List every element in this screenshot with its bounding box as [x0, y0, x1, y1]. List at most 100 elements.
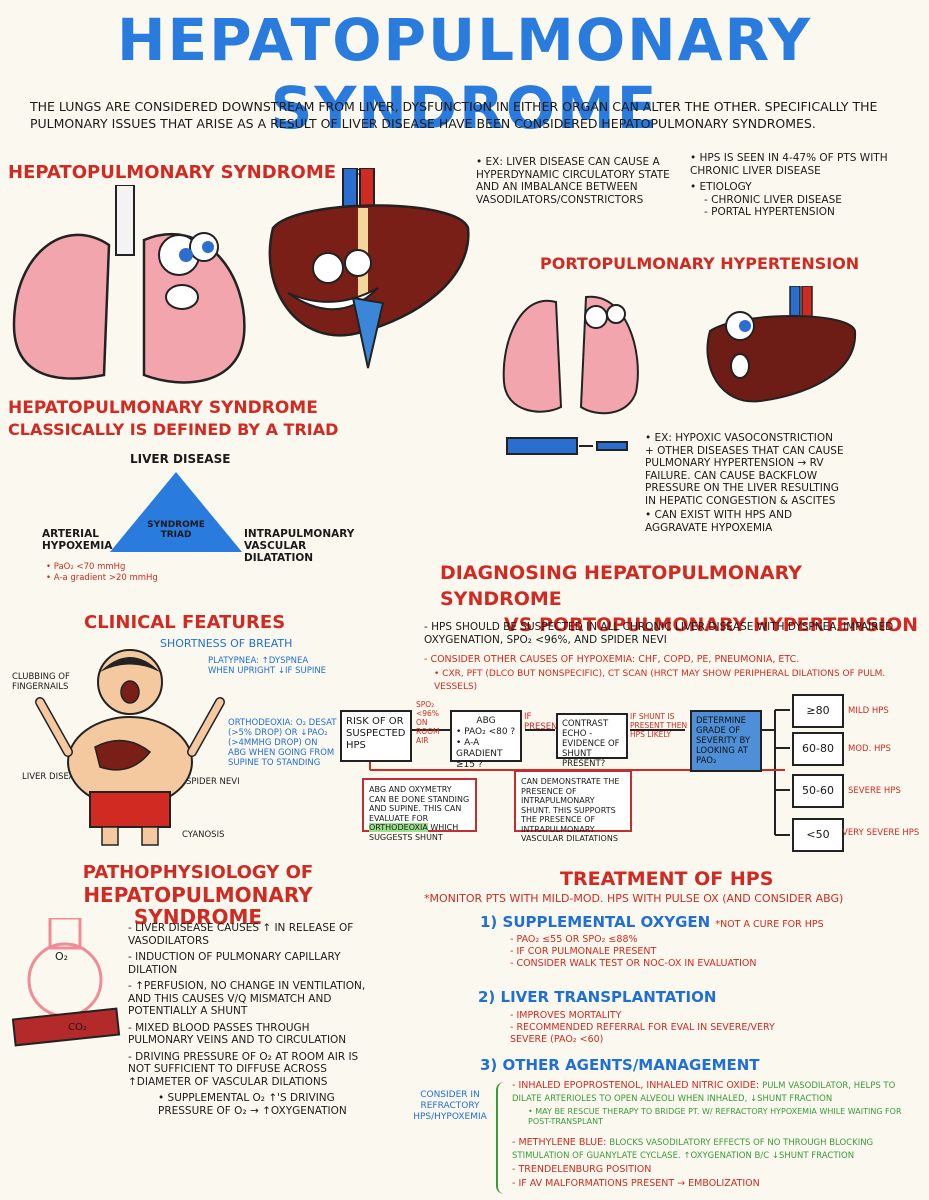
triad-heading: Hepatopulmonary Syndrome Classically is …	[8, 398, 338, 440]
treatment-2-items: - Improves mortality - Recommended refer…	[510, 1010, 810, 1046]
abg-note-text: ABG and oxymetry can be done standing an…	[369, 785, 470, 823]
intro-text: The lungs are considered downstream from…	[30, 99, 878, 131]
left-lung	[12, 233, 111, 380]
patient-shorts	[89, 791, 171, 828]
severity-label-severe: Severe HPS	[848, 786, 901, 796]
flow-echo-box: Contrast Echo - Evidence of shunt presen…	[556, 713, 628, 769]
hps-prevalence: • HPS is seen in 4-47% of pts with chron…	[690, 152, 888, 177]
sob-label: Shortness of Breath	[160, 637, 293, 650]
ppht-lung-eye	[606, 304, 626, 324]
treatment-3-item-d: - If AV malformations present → Emboliza…	[512, 1177, 760, 1189]
patho-sub-bullet: • Supplemental O₂ ↑'s driving pressure o…	[158, 1092, 347, 1117]
treatment-bracket	[496, 1082, 508, 1194]
abg-title: ABG	[476, 716, 496, 726]
cyanosis-label: Cyanosis	[182, 830, 225, 840]
etiology-label: • Etiology	[690, 181, 752, 193]
treatment-1-item: - PaO₂ ≤55 or SpO₂ ≤88%	[510, 934, 638, 945]
liver-illustration	[268, 168, 470, 369]
vasoconstriction-icon	[506, 437, 628, 455]
t3b-label: - Methylene Blue:	[512, 1137, 607, 1148]
patho-bullet: - ↑Perfusion, no change in ventilation, …	[128, 980, 366, 1017]
treatment-1-items: - PaO₂ ≤55 or SpO₂ ≤88% - If cor pulmona…	[510, 934, 890, 970]
severity-label-mild: Mild HPS	[848, 706, 889, 716]
abg-note-text-end: which suggests shunt	[369, 823, 459, 842]
treatment-2-item: - Improves mortality	[510, 1010, 622, 1021]
page-title: Hepatopulmonary Syndrome	[116, 6, 813, 142]
treatment-heading: Treatment of HPS	[560, 868, 774, 890]
liver-eye-left	[312, 252, 344, 284]
severity-box-moderate: 60-80	[792, 732, 844, 766]
ppht-liver-illustration	[706, 286, 857, 403]
platypnea-label: Platypnea: ↑Dyspnea when upright ↓if sup…	[208, 656, 327, 676]
clubbing-label: Clubbing of Fingernails	[12, 672, 70, 692]
clinical-heading: Clinical Features	[84, 612, 286, 633]
patho-bullets: - Liver disease causes ↑ in release of v…	[128, 922, 368, 1117]
flow-shunt-note: If shunt is present then HPS likely	[630, 712, 688, 739]
patient-illustration	[35, 649, 225, 846]
severity-box-severe: 50-60	[792, 774, 844, 808]
ppht-liver-pupil	[739, 320, 751, 332]
flow-if-present: If present	[524, 712, 563, 732]
diagnosing-b1: - HPS should be suspected in all chronic…	[424, 621, 894, 646]
trachea	[115, 185, 135, 256]
patient-hair	[100, 657, 160, 672]
treatment-1-item: - If cor pulmonale present	[510, 946, 657, 957]
ppht-left-lung	[502, 299, 563, 413]
flow-abg-box: ABG • PaO₂ <80 ? • A-a gradient ≥15 ?	[450, 710, 522, 770]
treatment-1: 1) Supplemental Oxygen *Not a cure for H…	[480, 912, 920, 931]
ppht-liver-mouth	[730, 353, 750, 379]
treatment-2-title: 2) Liver Transplantation	[478, 988, 717, 1006]
t3a-sub: • May be rescue therapy to bridge pt. w/…	[528, 1107, 902, 1126]
lungs-illustration	[12, 185, 246, 384]
triad-right-label: Intrapulmonary Vascular Dilatation	[244, 528, 355, 564]
airway	[48, 918, 82, 950]
diagnosing-heading-line: vs Portopulmonary Hypertension	[504, 614, 919, 636]
spider-nevi-label: Spider Nevi	[186, 777, 240, 787]
patho-heading-line: Hepatopulmonary Syndrome	[83, 883, 313, 929]
triad-left-sub: • PaO₂ <70 mmHg • A-a gradient >20 mmHg	[46, 562, 158, 584]
patho-heading: Pathophysiology of Hepatopulmonary Syndr…	[18, 862, 378, 928]
aa-gradient-criterion: • A-a gradient >20 mmHg	[46, 573, 158, 583]
patient-liver	[94, 739, 152, 771]
treatment-monitor: *Monitor pts with mild-mod. HPS with pul…	[424, 892, 844, 905]
hps-heading-text: Hepatopulmonary Syndrome	[8, 162, 337, 183]
ppht-bullet: • Ex: Hypoxic vasoconstriction + other d…	[645, 432, 844, 507]
patho-bullet: - Driving pressure of O₂ at room air is …	[128, 1050, 359, 1088]
lung-pupil-right	[202, 241, 214, 253]
hps-example: • Ex: Liver disease can cause a hyperdyn…	[476, 156, 670, 206]
patho-bullet: - Mixed blood passes through pulmonary v…	[128, 1021, 347, 1047]
patient-leg	[101, 826, 119, 846]
treatment-1-title: 1) Supplemental Oxygen	[480, 913, 711, 931]
etiology-item: - Portal hypertension	[704, 206, 835, 218]
patient-mouth	[120, 680, 140, 704]
treatment-2-item: - Recommended referral for eval in sever…	[510, 1022, 775, 1045]
patient-arm-skin	[188, 698, 224, 756]
severity-box-very-severe: <50	[792, 818, 844, 852]
triad-left-label: Arterial Hypoxemia	[42, 528, 113, 552]
paO2-criterion: • PaO₂ <70 mmHg	[46, 562, 126, 572]
lung-pupil-left	[179, 248, 193, 262]
liver-eye-right	[344, 249, 372, 277]
orthodeoxia-label: Orthodeoxia: O₂ desat (>5% drop) or ↓PaO…	[228, 718, 337, 768]
triad-triangle	[110, 472, 242, 552]
lung-mouth	[165, 284, 199, 310]
etiology-item: - Chronic liver disease	[704, 193, 842, 206]
treatment-3-items: - Inhaled Epoprostenol, inhaled nitric o…	[512, 1080, 922, 1189]
patho-bullet: - Induction of pulmonary capillary dilat…	[128, 951, 341, 976]
treatment-1-note: *Not a cure for HPS	[715, 919, 824, 930]
diagnosing-heading-line: Diagnosing Hepatopulmonary Syndrome	[440, 562, 802, 610]
portopulmonary-heading: Portopulmonary Hypertension	[540, 254, 860, 273]
diagnosing-b3: • CXR, PFT (DLCO but nonspecific), CT sc…	[434, 669, 886, 692]
triangle-shape	[110, 472, 242, 552]
bile-duct	[351, 296, 385, 369]
abg-line: • PaO₂ <80 ?	[456, 727, 516, 737]
flow-echo-note: Can demonstrate the presence of intrapul…	[514, 770, 632, 843]
abg-note-highlight: orthodeoxia	[369, 823, 428, 832]
severity-label-moderate: Mod. HPS	[848, 744, 891, 754]
patho-heading-line: Pathophysiology of	[82, 862, 314, 883]
diagnosing-heading: Diagnosing Hepatopulmonary Syndrome vs P…	[440, 560, 929, 638]
co2-label: CO₂	[68, 1022, 87, 1033]
treatment-3-title: 3) Other Agents/Management	[480, 1056, 760, 1074]
capillary	[12, 1007, 121, 1047]
alveolus-illustration	[12, 918, 121, 1047]
